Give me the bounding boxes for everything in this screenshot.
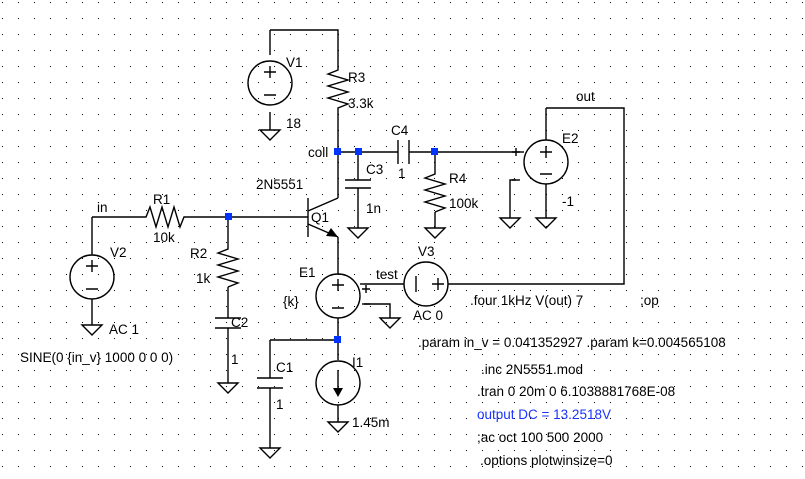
resistor-r1[interactable]: R1 10k <box>142 192 188 245</box>
v2-value: AC 1 <box>109 322 139 337</box>
spice-directives[interactable]: .four 1kHz V(out) 7 ;op .param in_v = 0.… <box>418 293 726 468</box>
c3-name: C3 <box>366 162 383 177</box>
ground-symbols <box>80 129 558 459</box>
e2-value: -1 <box>562 194 574 209</box>
resistor-r4[interactable]: R4 100k <box>422 170 479 213</box>
r3-value: 3.3k <box>348 96 374 111</box>
directive-four[interactable]: .four 1kHz V(out) 7 <box>470 293 583 308</box>
r3-name: R3 <box>348 70 365 85</box>
net-label-in: in <box>97 200 108 215</box>
v1-value: 18 <box>286 116 301 131</box>
c2-name: C2 <box>231 315 248 330</box>
directive-tran[interactable]: .tran 0 20m 0 6.1038881768E-08 <box>477 384 675 399</box>
capacitor-c4[interactable]: C4 1 <box>391 123 410 181</box>
capacitor-c2[interactable]: C2 1 <box>215 315 248 367</box>
junctions <box>225 148 438 343</box>
voltage-source-v1[interactable]: V1 18 <box>247 55 303 131</box>
directive-options[interactable]: .options plotwinsize=0 <box>480 453 612 468</box>
r4-name: R4 <box>449 171 467 186</box>
capacitor-c1[interactable]: C1 1 <box>257 360 293 412</box>
c1-name: C1 <box>276 360 293 375</box>
v2-name: V2 <box>110 245 127 260</box>
v3-name: V3 <box>418 244 435 259</box>
net-label-coll: coll <box>308 145 328 160</box>
v2-source-spec: SINE(0 {in_v} 1000 0 0 0) <box>20 350 173 365</box>
directive-inc[interactable]: .inc 2N5551.mod <box>481 362 583 377</box>
c4-value: 1 <box>398 166 406 181</box>
r2-name: R2 <box>190 246 207 261</box>
current-source-i1[interactable]: I1 1.45m <box>315 355 390 430</box>
e1-value: {k} <box>283 294 299 309</box>
voltage-source-v2[interactable]: V2 AC 1 SINE(0 {in_v} 1000 0 0 0) <box>20 245 173 365</box>
r2-value: 1k <box>196 271 211 286</box>
voltage-source-v3[interactable]: V3 AC 0 <box>403 244 449 323</box>
r4-value: 100k <box>449 196 479 211</box>
r1-value: 10k <box>153 230 175 245</box>
net-label-test: test <box>376 267 398 282</box>
capacitor-c3[interactable]: C3 1n <box>345 162 383 216</box>
c4-name: C4 <box>391 123 409 138</box>
i1-value: 1.45m <box>352 415 390 430</box>
e2-name: E2 <box>562 131 579 146</box>
v3-value: AC 0 <box>413 308 443 323</box>
resistor-r2[interactable]: R2 1k <box>190 245 241 288</box>
transistor-q1[interactable]: 2N5551 Q1 <box>256 177 339 238</box>
grid-dots <box>2 2 803 467</box>
directive-params[interactable]: .param in_v = 0.041352927 .param k=0.004… <box>418 335 726 350</box>
directive-ac[interactable]: ;ac oct 100 500 2000 <box>477 430 603 445</box>
controlled-source-e1[interactable]: E1 {k} <box>283 265 370 319</box>
v1-name: V1 <box>286 55 303 70</box>
net-label-out: out <box>576 89 595 104</box>
controlled-source-e2[interactable]: E2 -1 <box>512 128 579 209</box>
r1-name: R1 <box>153 192 170 207</box>
c2-value: 1 <box>231 352 239 367</box>
directive-output[interactable]: output DC = 13.2518V <box>477 407 611 422</box>
directive-op[interactable]: ;op <box>640 293 659 308</box>
resistor-r3[interactable]: R3 3.3k <box>325 60 374 118</box>
c1-value: 1 <box>276 397 284 412</box>
c3-value: 1n <box>366 201 381 216</box>
q1-name: Q1 <box>311 210 329 225</box>
i1-name: I1 <box>352 355 363 370</box>
e1-name: E1 <box>299 265 316 280</box>
q1-model: 2N5551 <box>256 177 303 192</box>
